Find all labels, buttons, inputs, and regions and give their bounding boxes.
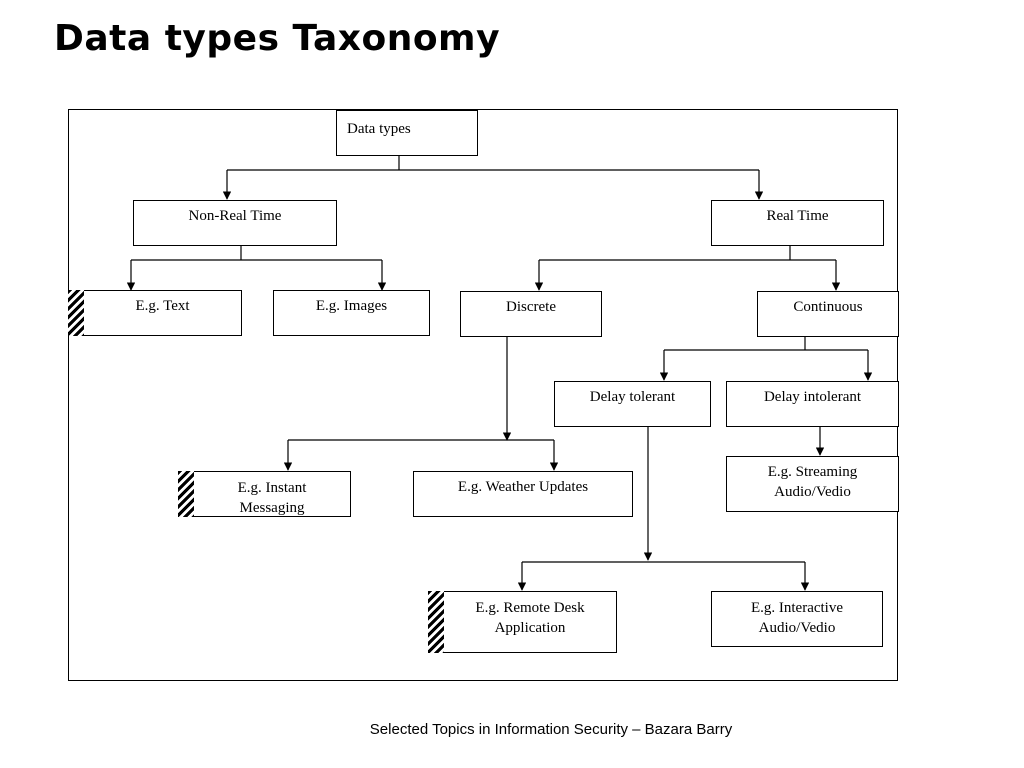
footer-text: Selected Topics in Information Security … [369,721,733,738]
node-eg-instant-messaging: E.g. Instant Messaging [194,471,351,517]
node-non-real-time: Non-Real Time [133,200,337,246]
node-eg-weather-updates: E.g. Weather Updates [413,471,633,517]
node-eg-remote-desk: E.g. Remote Desk Application [444,591,617,653]
node-eg-images: E.g. Images [273,290,430,336]
node-eg-interactive: E.g. Interactive Audio/Vedio [711,591,883,647]
node-continuous: Continuous [757,291,899,337]
hatch-marker-instant-messaging [178,471,194,517]
footer-credit: Selected Topics in Information Security … [0,721,1024,738]
node-delay-intolerant: Delay intolerant [726,381,899,427]
slide-title: Data types Taxonomy [54,18,501,59]
hatch-marker-remote-desk [428,591,444,653]
node-delay-tolerant: Delay tolerant [554,381,711,427]
node-eg-text: E.g. Text [84,290,242,336]
hatch-marker-text [68,290,84,336]
node-discrete: Discrete [460,291,602,337]
node-data-types: Data types [336,110,478,156]
node-eg-streaming: E.g. Streaming Audio/Vedio [726,456,899,512]
node-real-time: Real Time [711,200,884,246]
